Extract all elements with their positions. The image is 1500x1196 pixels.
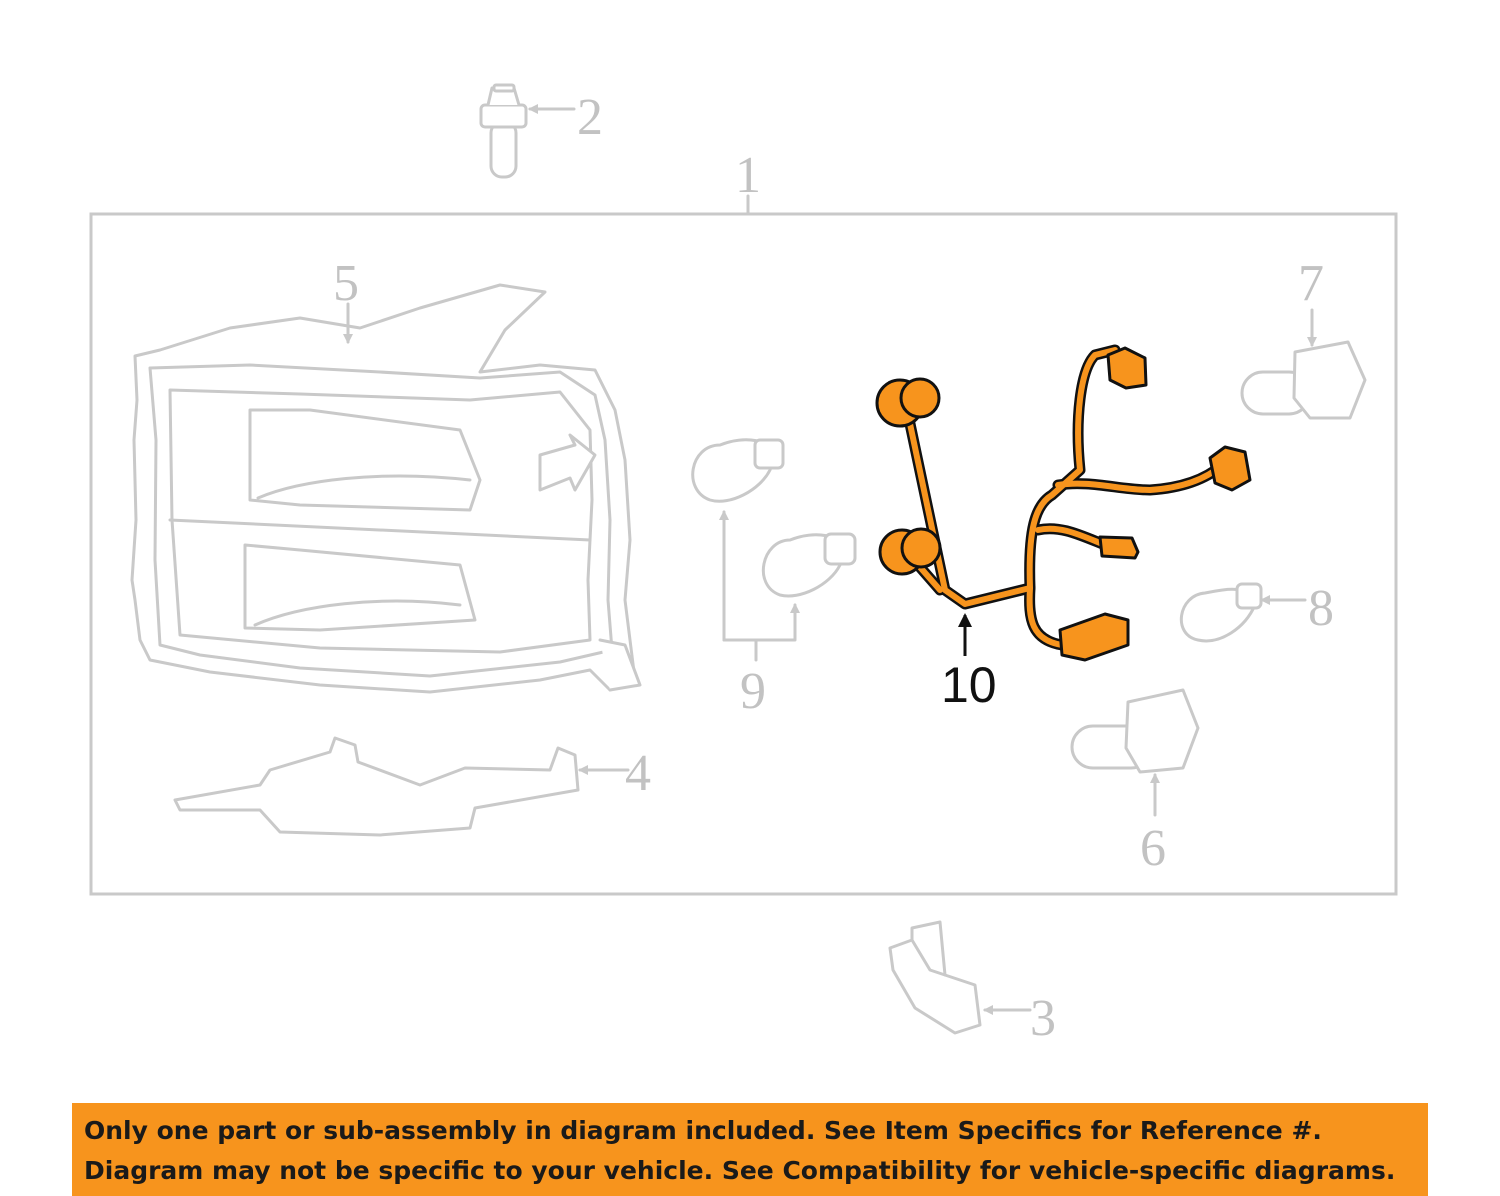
clip-part-3: [888, 920, 1032, 1035]
callout-2: 2: [577, 89, 603, 146]
callout-8: 8: [1308, 580, 1334, 637]
bulb-part-9-upper: [691, 438, 785, 503]
parts-diagram: 1 2 5 9 4: [89, 83, 1398, 1047]
bulb-part-9-lower: [761, 532, 857, 598]
disclaimer-line-1: Only one part or sub-assembly in diagram…: [84, 1116, 1322, 1145]
bracket-part-4: [173, 736, 630, 837]
socket-part-6: [1070, 688, 1200, 817]
callout-4: 4: [625, 745, 651, 802]
disclaimer-line-2: Diagram may not be specific to your vehi…: [84, 1156, 1396, 1185]
bolt-part-2: [479, 83, 576, 179]
bulb-part-8: [1179, 582, 1307, 643]
socket-part-7: [1240, 308, 1367, 420]
headlamp-part-5: [130, 283, 642, 694]
callout-9-leader: [719, 510, 800, 662]
disclaimer-banner: Only one part or sub-assembly in diagram…: [72, 1103, 1428, 1196]
callout-5: 5: [333, 255, 359, 312]
callout-10: 10: [941, 657, 997, 713]
assembly-frame: [89, 194, 1398, 896]
callout-1: 1: [735, 147, 761, 204]
wiring-harness-part-10: [875, 344, 1252, 662]
callout-6: 6: [1140, 820, 1166, 877]
callout-7: 7: [1298, 255, 1324, 312]
callout-9: 9: [740, 663, 766, 720]
callout-3: 3: [1030, 990, 1056, 1047]
